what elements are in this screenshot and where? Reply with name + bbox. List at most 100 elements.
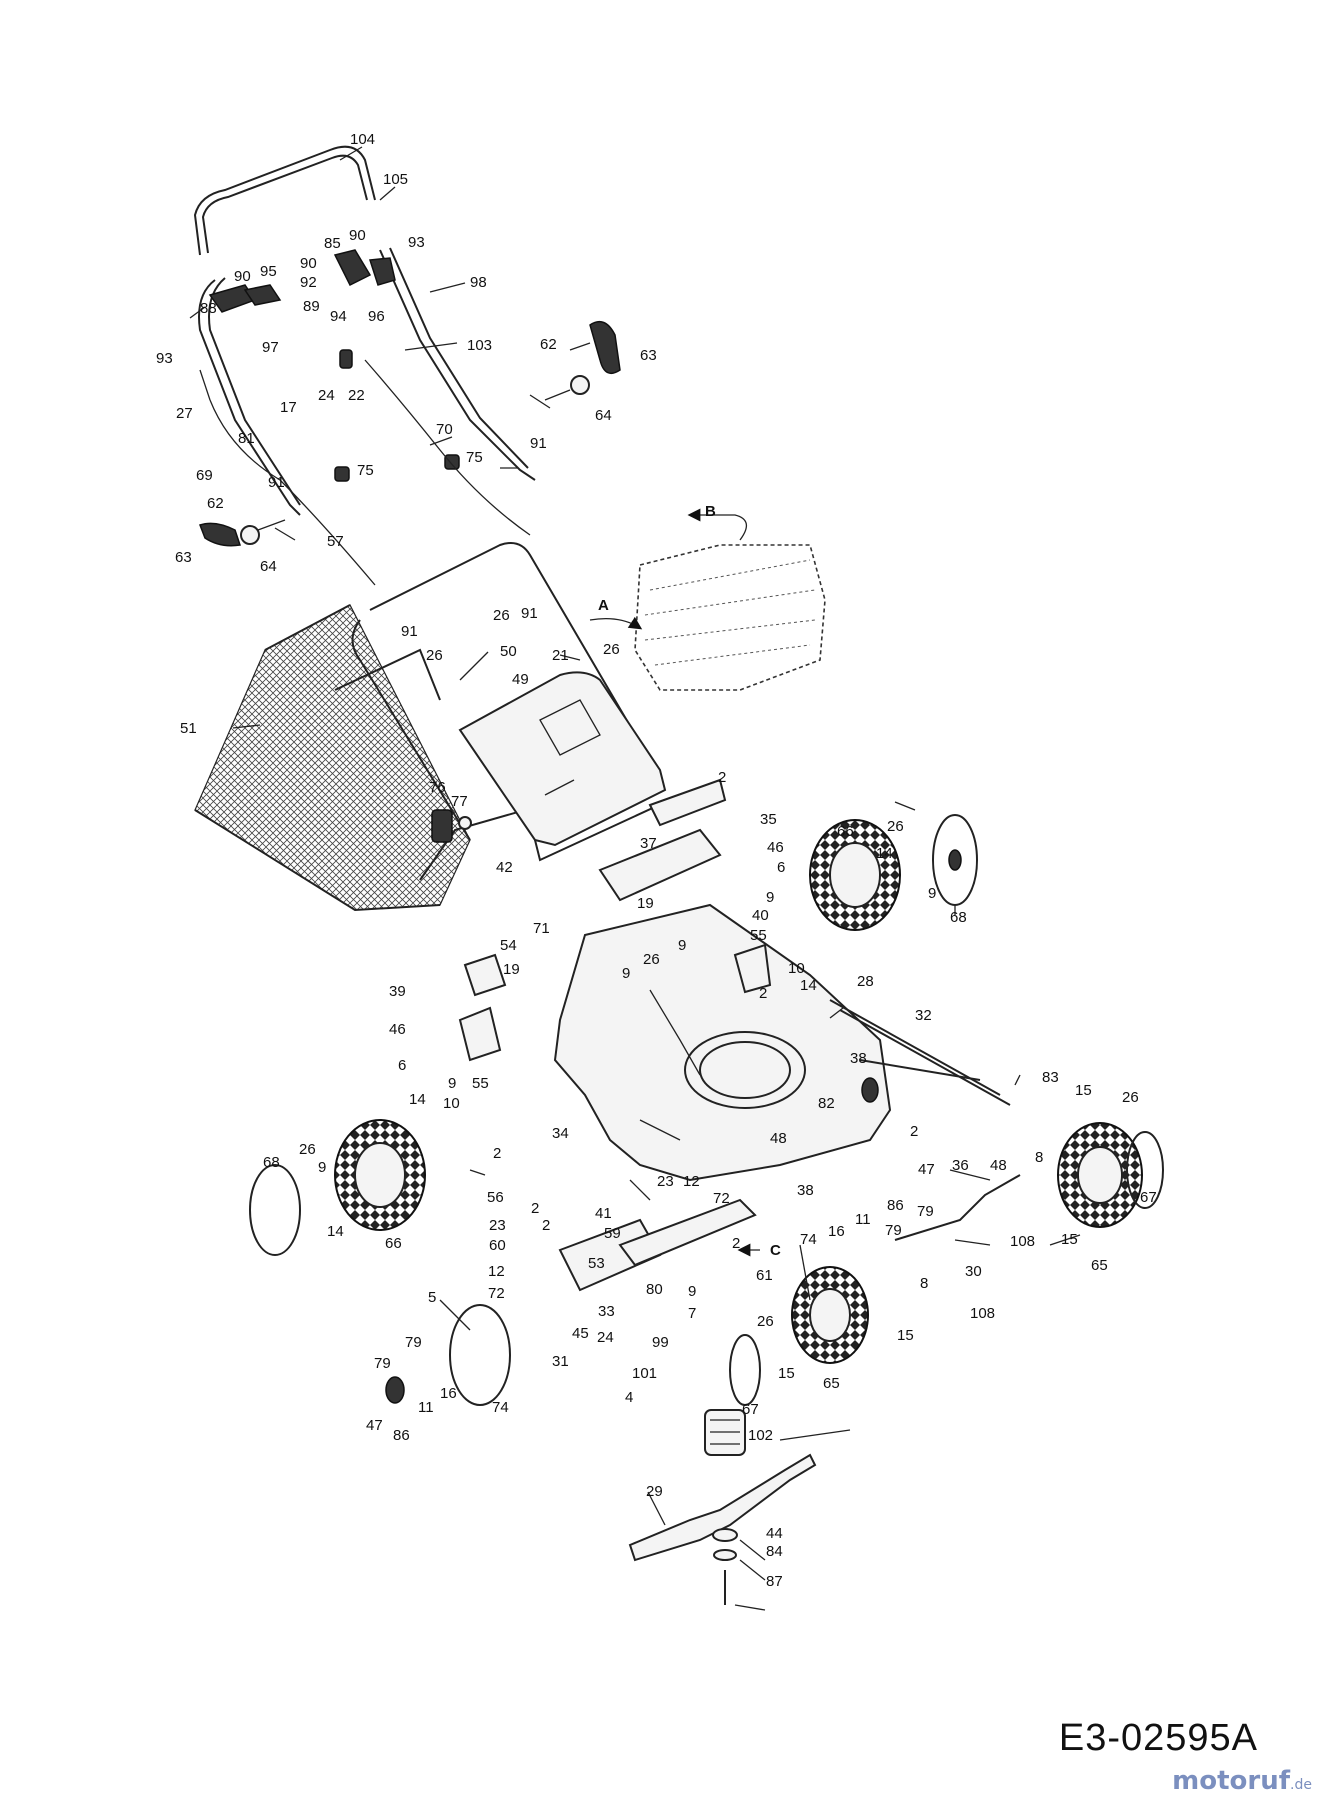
callout-79: 79 xyxy=(917,1203,934,1220)
callout-79: 79 xyxy=(885,1222,902,1239)
direction-arrows xyxy=(589,508,760,1257)
callout-26: 26 xyxy=(757,1313,774,1330)
callout-89: 89 xyxy=(303,298,320,315)
callout-6: 6 xyxy=(398,1057,406,1074)
callout-81: 81 xyxy=(238,430,255,447)
callout-12: 12 xyxy=(488,1263,505,1280)
callout-53: 53 xyxy=(588,1255,605,1272)
callout-63: 63 xyxy=(175,549,192,566)
rear-wheel-right xyxy=(809,819,901,931)
callout-61: 61 xyxy=(756,1267,773,1284)
callout-57: 57 xyxy=(327,533,344,550)
callout-24: 24 xyxy=(597,1329,614,1346)
callout-23: 23 xyxy=(657,1173,674,1190)
watermark-brand: motoruf xyxy=(1172,1766,1291,1796)
callout-74: 74 xyxy=(492,1399,509,1416)
callout-39: 39 xyxy=(389,983,406,1000)
callout-26: 26 xyxy=(493,607,510,624)
callout-30: 30 xyxy=(965,1263,982,1280)
callout-80: 80 xyxy=(646,1281,663,1298)
callout-88: 88 xyxy=(200,300,217,317)
callout-96: 96 xyxy=(368,308,385,325)
callout-64: 64 xyxy=(260,558,277,575)
callout-63: 63 xyxy=(640,347,657,364)
callout-45: 45 xyxy=(572,1325,589,1342)
callout-16: 16 xyxy=(440,1385,457,1402)
upper-handle-bar xyxy=(193,145,376,256)
front-wheel-center xyxy=(791,1266,869,1364)
callout-29: 29 xyxy=(646,1483,663,1500)
callout-26: 26 xyxy=(887,818,904,835)
hubcap-right xyxy=(932,814,978,906)
callout-9: 9 xyxy=(622,965,630,982)
callout-9: 9 xyxy=(678,937,686,954)
callout-92: 92 xyxy=(300,274,317,291)
callout-2: 2 xyxy=(531,1200,539,1217)
callout-12: 12 xyxy=(683,1173,700,1190)
callout-46: 46 xyxy=(389,1021,406,1038)
callout-77: 77 xyxy=(451,793,468,810)
callout-108: 108 xyxy=(970,1305,995,1322)
callout-46: 46 xyxy=(767,839,784,856)
watermark-suffix: .de xyxy=(1290,1777,1312,1793)
callout-22: 22 xyxy=(348,387,365,404)
callout-48: 48 xyxy=(990,1157,1007,1174)
callout-60: 60 xyxy=(489,1237,506,1254)
callout-14: 14 xyxy=(876,845,893,862)
callout-82: 82 xyxy=(818,1095,835,1112)
callout-90: 90 xyxy=(234,268,251,285)
callout-44: 44 xyxy=(766,1525,783,1542)
callout-98: 98 xyxy=(470,274,487,291)
handle-knobs xyxy=(199,320,621,547)
callout-55: 55 xyxy=(472,1075,489,1092)
arrow-label-b: B xyxy=(705,503,716,520)
callout-9: 9 xyxy=(448,1075,456,1092)
callout-59: 59 xyxy=(604,1225,621,1242)
callout-75: 75 xyxy=(466,449,483,466)
callout-9: 9 xyxy=(318,1159,326,1176)
axles xyxy=(829,999,1021,1241)
callout-41: 41 xyxy=(595,1205,612,1222)
control-levers xyxy=(208,249,460,482)
callout-85: 85 xyxy=(324,235,341,252)
callout-68: 68 xyxy=(263,1154,280,1171)
callout-6: 6 xyxy=(777,859,785,876)
callout-19: 19 xyxy=(637,895,654,912)
callout-11: 11 xyxy=(418,1399,434,1416)
callout-50: 50 xyxy=(500,643,517,660)
callout-15: 15 xyxy=(897,1327,914,1344)
callout-15: 15 xyxy=(1075,1082,1092,1099)
callout-40: 40 xyxy=(752,907,769,924)
callout-56: 56 xyxy=(487,1189,504,1206)
leader-lines xyxy=(189,146,1081,1611)
callout-66: 66 xyxy=(837,823,854,840)
callout-99: 99 xyxy=(652,1334,669,1351)
callout-16: 16 xyxy=(828,1223,845,1240)
callout-70: 70 xyxy=(436,421,453,438)
handle-tube-left xyxy=(198,277,301,516)
callout-7: 7 xyxy=(688,1305,696,1322)
callout-5: 5 xyxy=(428,1289,436,1306)
callout-2: 2 xyxy=(910,1123,918,1140)
callout-38: 38 xyxy=(797,1182,814,1199)
callout-91: 91 xyxy=(530,435,547,452)
callout-66: 66 xyxy=(385,1235,402,1252)
callout-67: 67 xyxy=(1140,1189,1157,1206)
callout-10: 10 xyxy=(788,960,805,977)
callout-24: 24 xyxy=(318,387,335,404)
callout-2: 2 xyxy=(759,985,767,1002)
rear-wheel-left xyxy=(334,1119,426,1231)
callout-84: 84 xyxy=(766,1543,783,1560)
callout-62: 62 xyxy=(207,495,224,512)
callout-9: 9 xyxy=(928,885,936,902)
callout-93: 93 xyxy=(156,350,173,367)
callout-51: 51 xyxy=(180,720,197,737)
callout-102: 102 xyxy=(748,1427,773,1444)
callout-75: 75 xyxy=(357,462,374,479)
callout-87: 87 xyxy=(766,1573,783,1590)
arrow-label-c: C xyxy=(770,1242,781,1259)
watermark-logo: motoruf.de xyxy=(1172,1766,1312,1796)
rear-flap-bracket xyxy=(598,778,727,902)
mower-deck xyxy=(553,903,892,1182)
callout-68: 68 xyxy=(950,909,967,926)
